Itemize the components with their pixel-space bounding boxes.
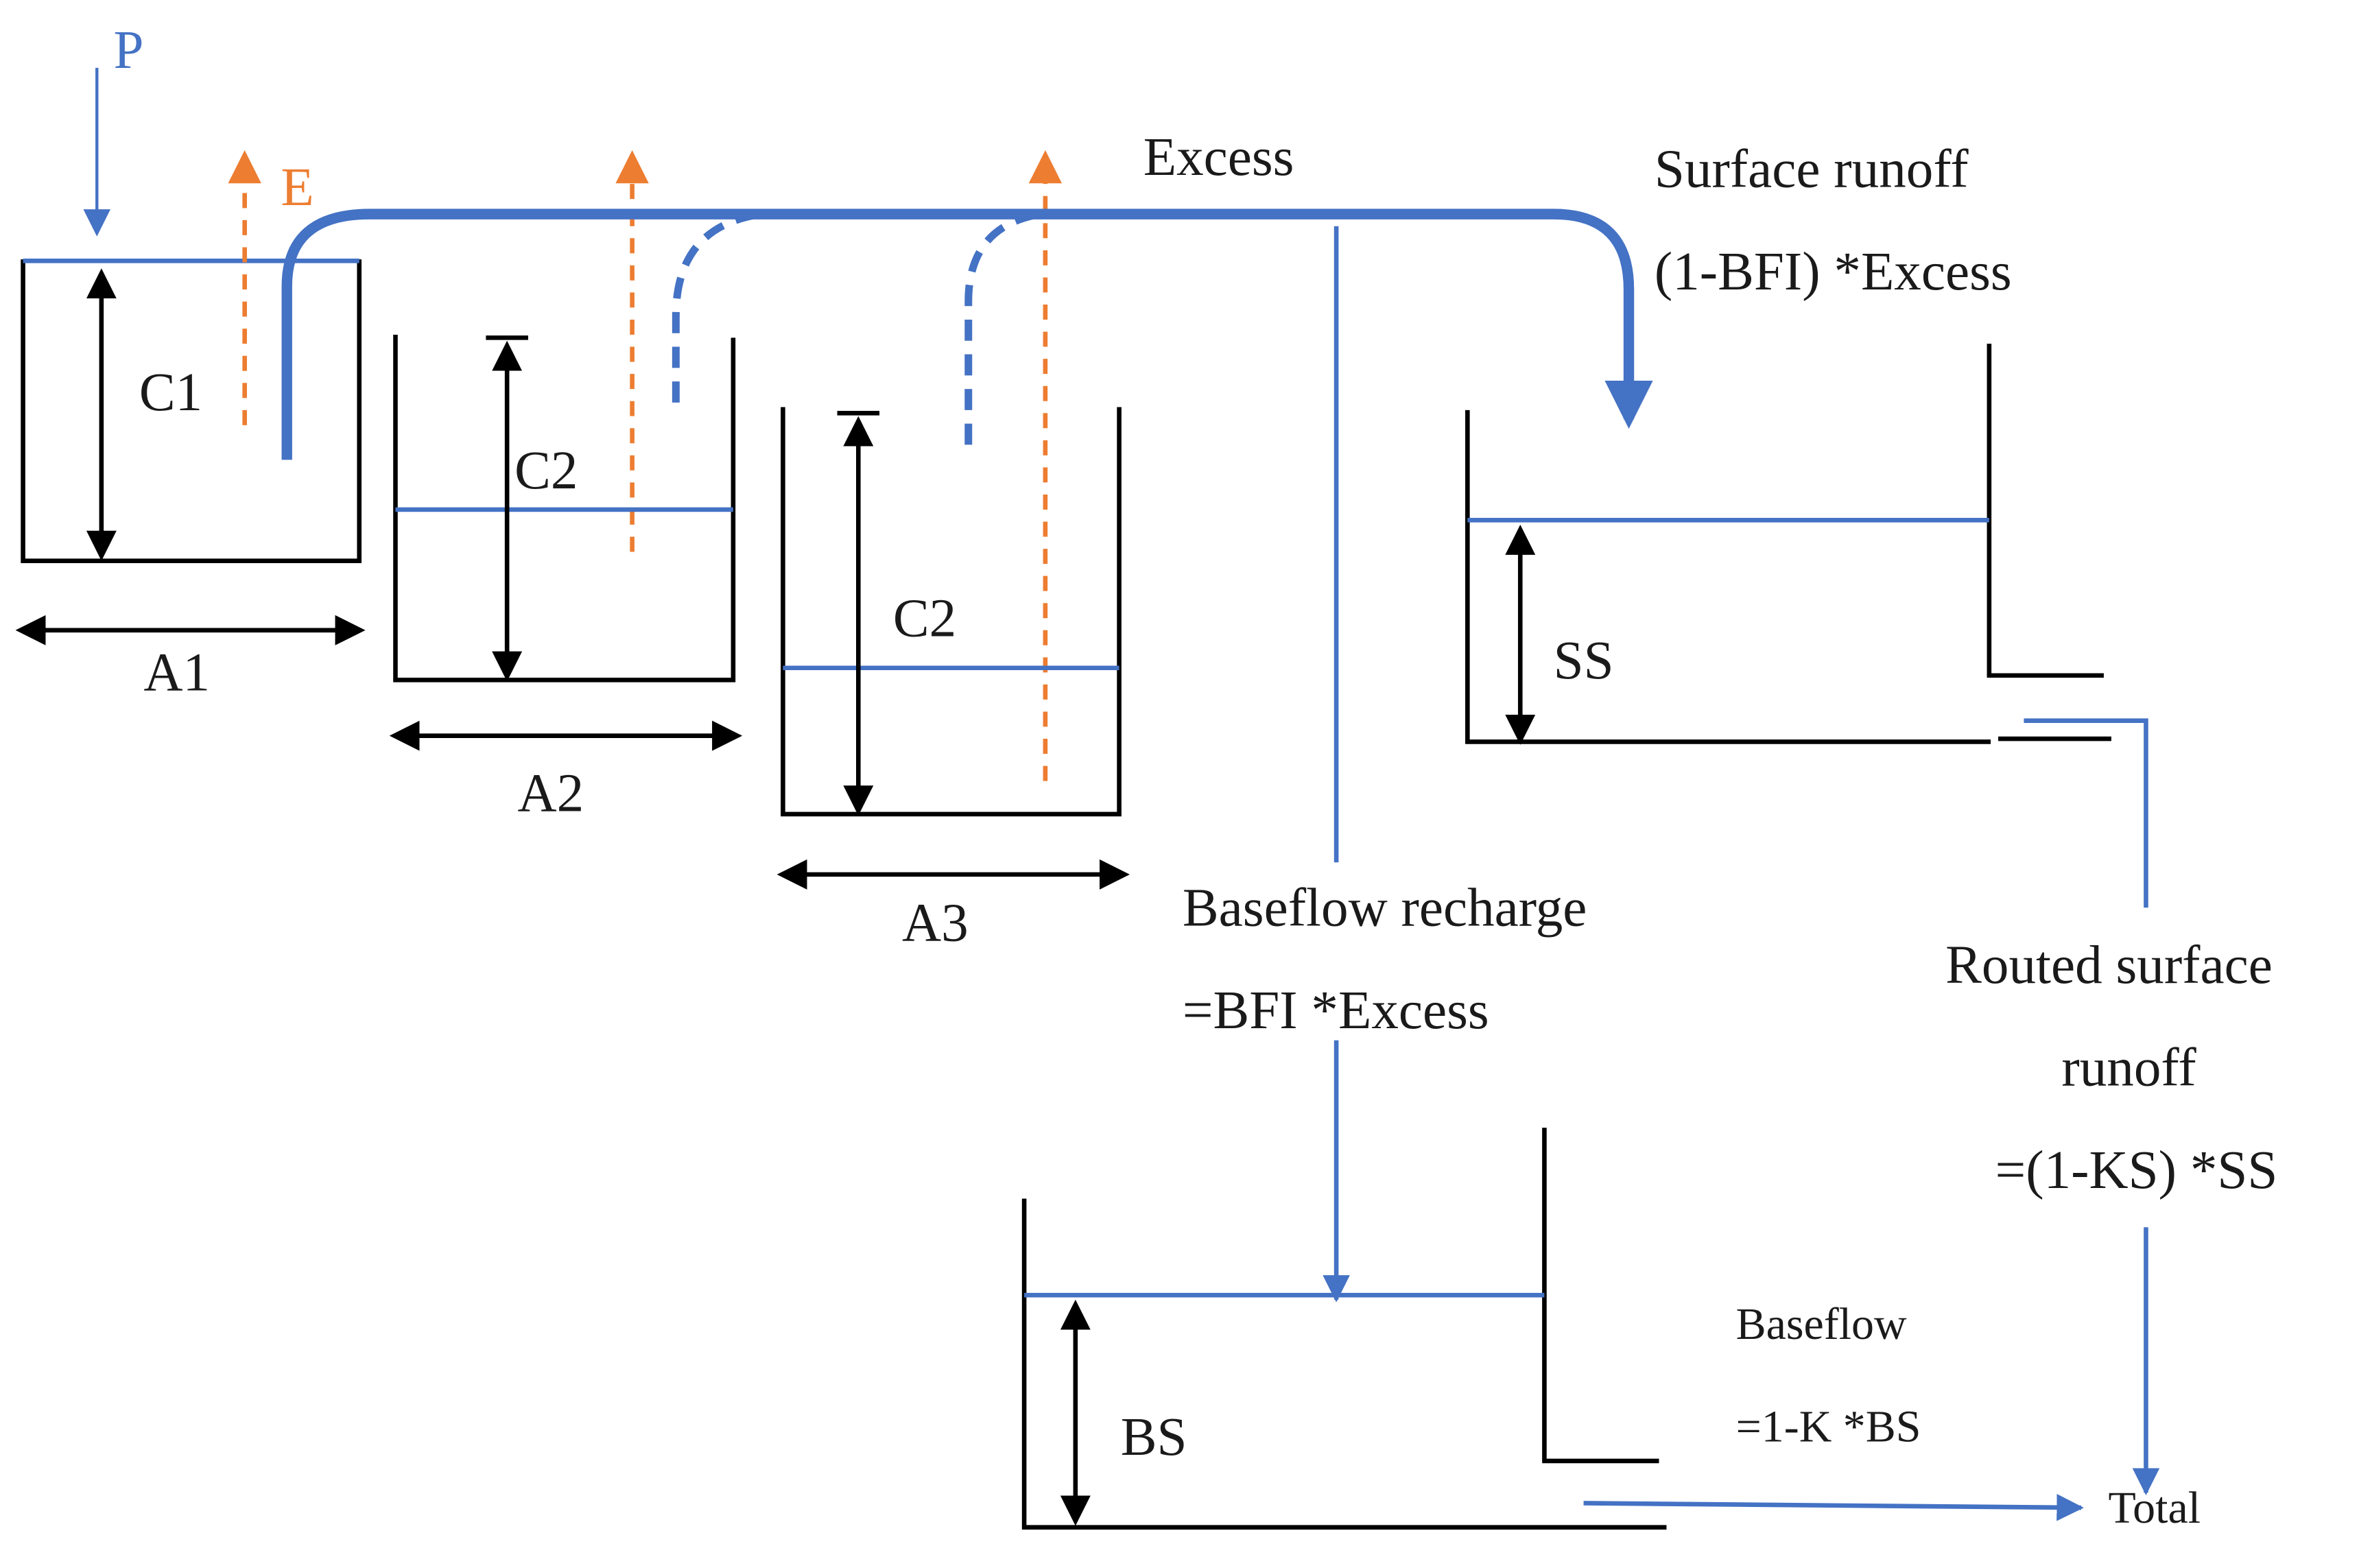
a3-label: A3 — [902, 893, 969, 953]
store-3-container — [781, 407, 1122, 817]
routed-runoff-label-1: Routed surface — [1945, 935, 2273, 995]
precipitation-label: P — [113, 20, 143, 80]
excess-label: Excess — [1143, 127, 1294, 187]
baseflow-store-container — [1021, 1198, 1667, 1530]
ss-label: SS — [1554, 630, 1614, 691]
evaporation-label: E — [281, 157, 313, 217]
a2-label: A2 — [518, 763, 584, 824]
baseflow-formula: =1-K *BS — [1736, 1401, 1921, 1451]
surface-runoff-label: Surface runoff — [1655, 139, 1969, 200]
bs-label: BS — [1121, 1407, 1187, 1467]
c2-store-2-label: C2 — [514, 440, 578, 501]
routed-runoff-label-2: runoff — [2061, 1038, 2196, 1098]
baseflow-to-total-arrow — [1583, 1493, 2084, 1521]
routed-runoff-formula: =(1-KS) *SS — [1995, 1140, 2278, 1200]
store-3-overflow-pipe — [964, 210, 1042, 445]
baseflow-recharge-label: Baseflow recharge — [1183, 878, 1587, 938]
baseflow-store-outlet-wall — [1542, 1128, 1659, 1464]
c1-label: C1 — [139, 362, 202, 423]
baseflow-recharge-formula: =BFI *Excess — [1183, 980, 1489, 1041]
c2-store-3-label: C2 — [893, 589, 956, 649]
total-label: Total — [2109, 1483, 2201, 1533]
baseflow-label: Baseflow — [1736, 1299, 1907, 1349]
a1-label: A1 — [143, 643, 210, 703]
store-2-overflow-pipe — [672, 210, 763, 403]
surface-store-outlet-wall — [1987, 344, 2104, 678]
store-1-container — [21, 259, 362, 563]
routed-runoff-outlet-line — [2024, 718, 2148, 908]
surface-runoff-formula: (1-BFI) *Excess — [1655, 241, 2012, 302]
surface-store-container — [1465, 409, 1991, 744]
excess-flow-pipe — [281, 209, 1653, 460]
